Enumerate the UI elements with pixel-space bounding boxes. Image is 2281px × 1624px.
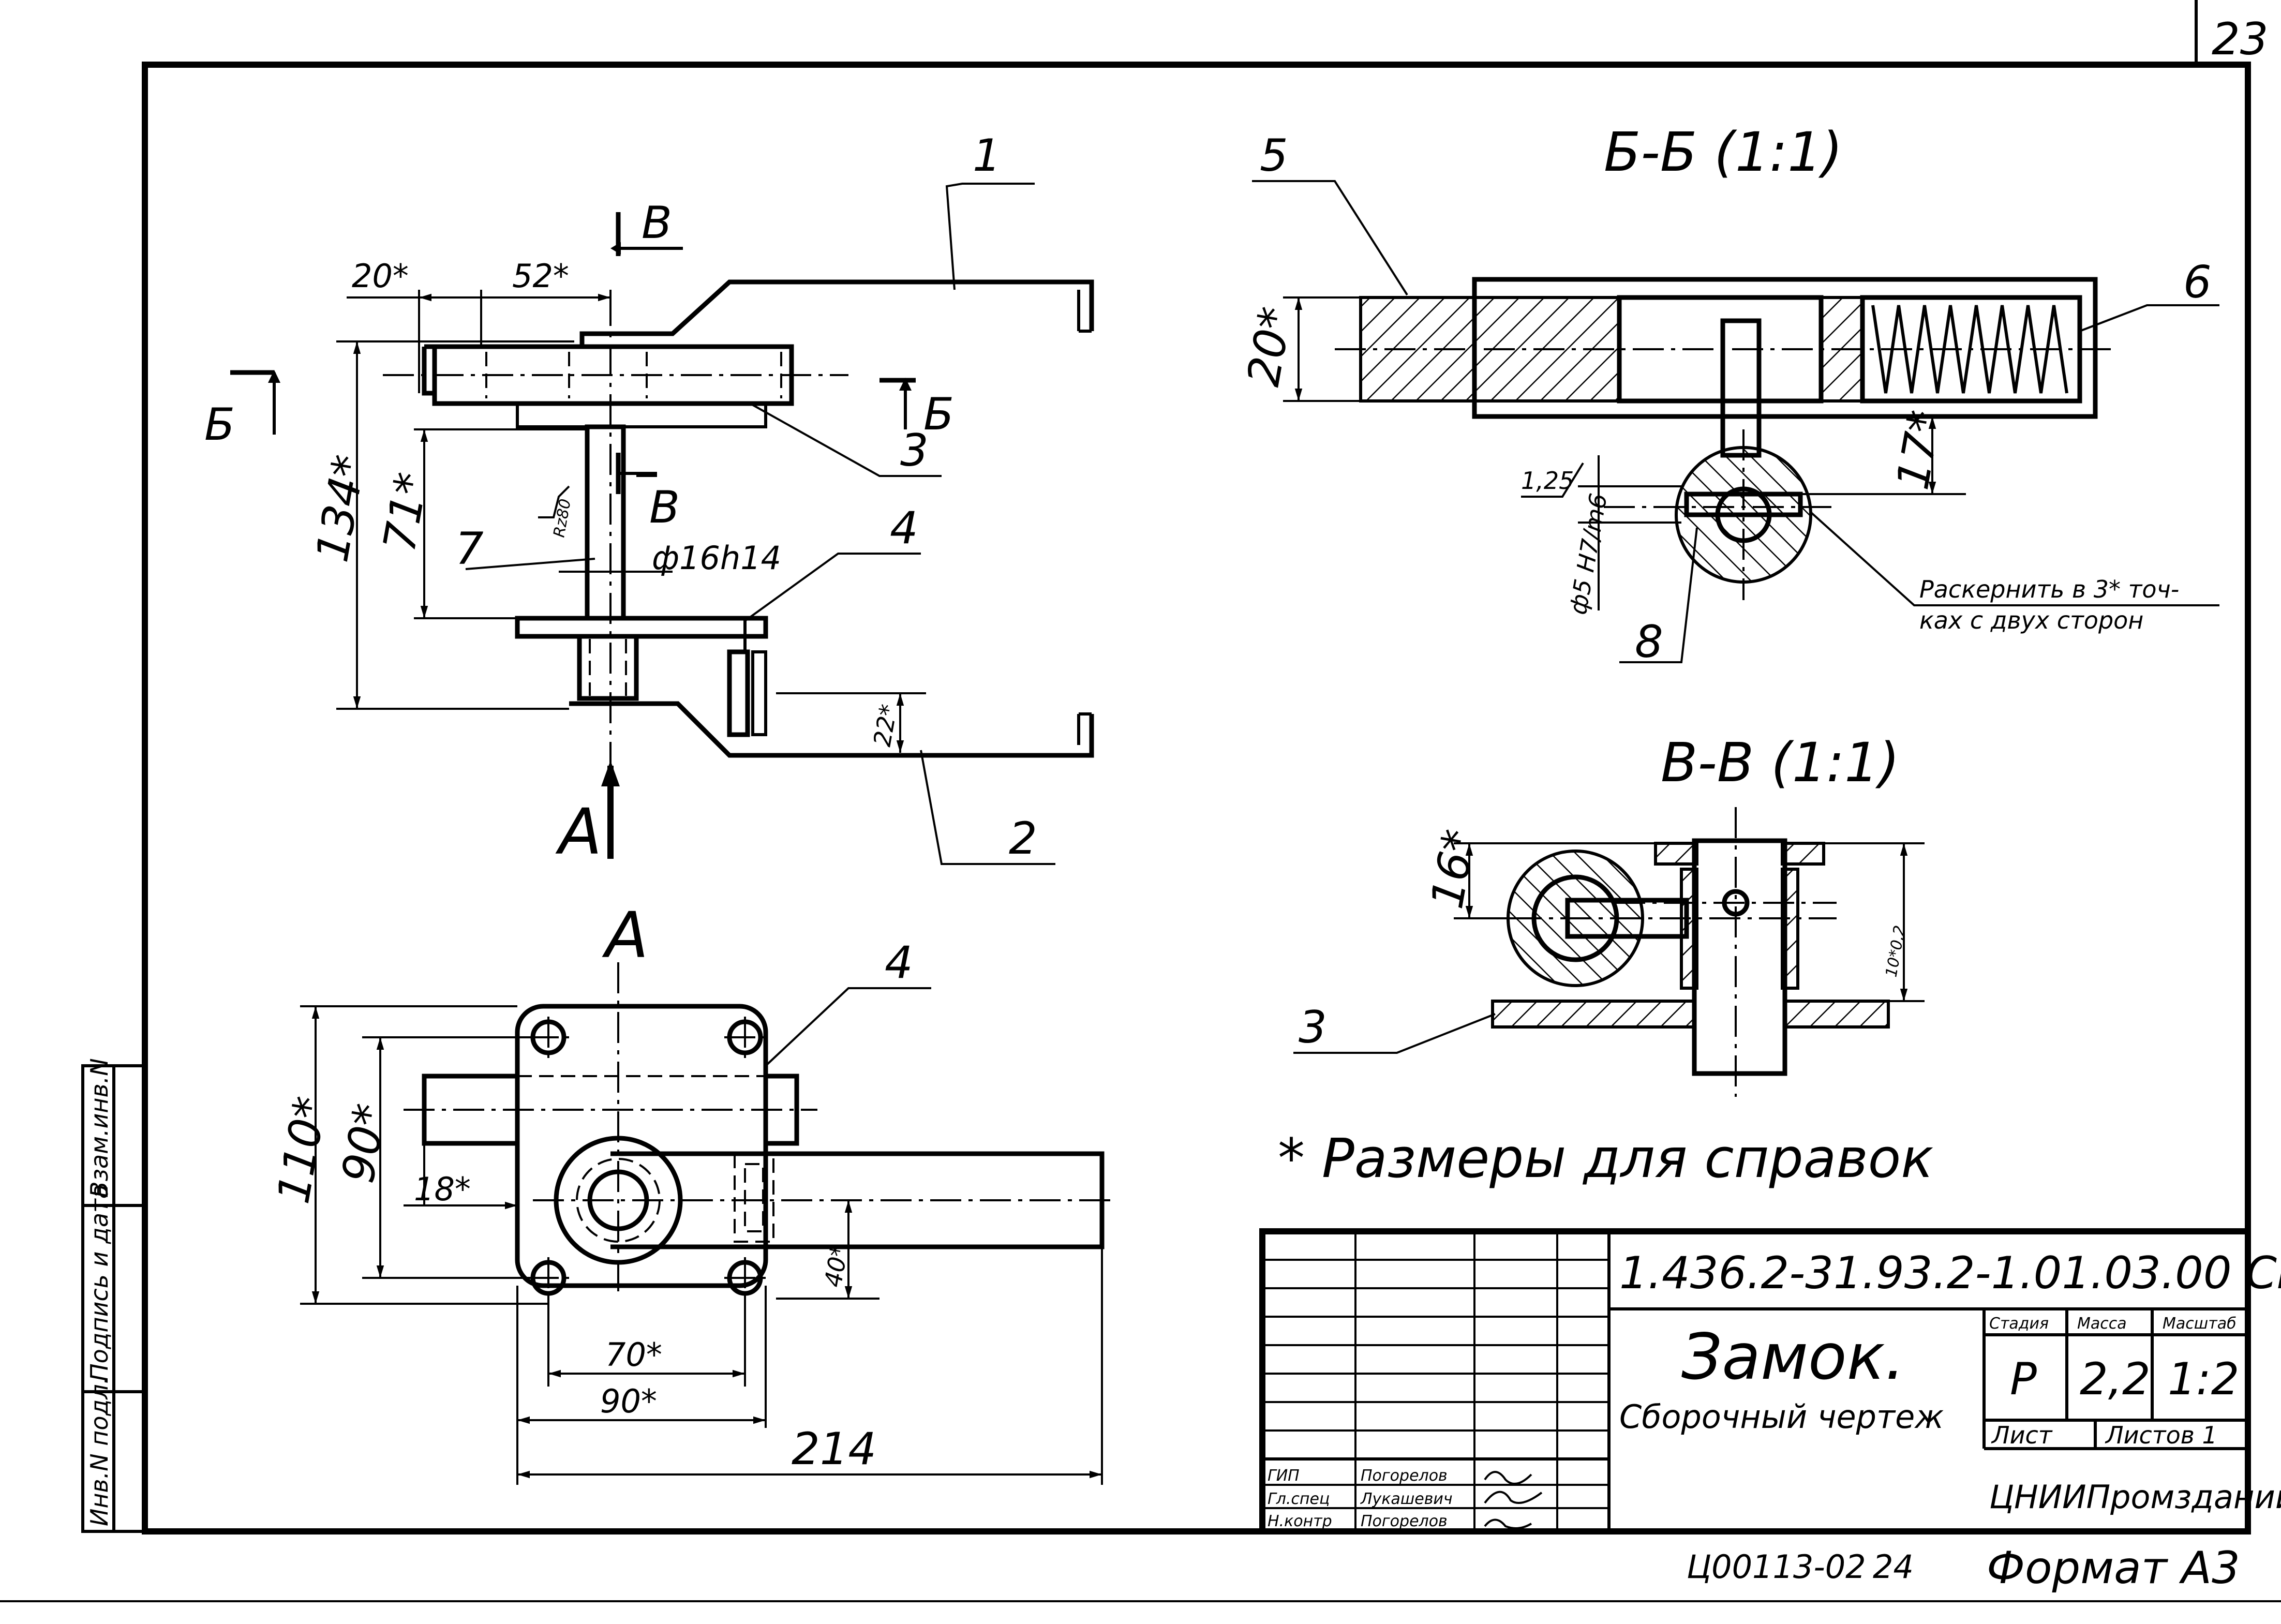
signatures (1484, 1471, 1543, 1529)
dim-70: 70* (605, 1336, 662, 1374)
dim-134: 134* (306, 451, 376, 565)
mass-value: 2,2 (2080, 1353, 2151, 1405)
role-1: ГИП (1268, 1467, 1300, 1485)
position-4-label-main: 4 (890, 502, 918, 554)
side-stamp (81, 1064, 146, 1533)
cut-v-mid-label: В (649, 482, 680, 533)
name-2: Лукашевич (1360, 1490, 1453, 1508)
position-1-label: 1 (973, 130, 1001, 182)
section-vv-dimensions (1454, 842, 1925, 1002)
dim-214: 214 (792, 1423, 876, 1475)
vv-dim-16: 16* (1421, 826, 1486, 912)
organization: ЦНИИПромзданий (1989, 1478, 2281, 1516)
cut-markers (230, 212, 916, 859)
role-2: Гл.спец (1268, 1490, 1330, 1508)
bb-dim-125: 1,25 (1521, 467, 1574, 495)
sheet-label: Лист (1991, 1421, 2053, 1449)
dim-90-horizontal: 90* (600, 1382, 657, 1420)
scale-value: 1:2 (2168, 1353, 2239, 1405)
bb-dim-fit: ф5 H7/m6 (1564, 491, 1613, 616)
main-view-dimensions (336, 290, 926, 753)
punch-note-line1: Раскернить в 3* точ- (1919, 575, 2179, 603)
sheets-label: Листов 1 (2105, 1421, 2217, 1449)
arrow-a-label: А (555, 795, 602, 869)
dim-20: 20* (352, 257, 409, 295)
document-code: 1.436.2-31.93.2-1.01.03.00 СБ (1619, 1247, 2281, 1299)
position-4-leader-view-a (765, 987, 931, 1067)
dim-71: 71* (374, 469, 438, 555)
dim-90-vertical: 90* (332, 1100, 397, 1186)
dim-16h14: ф16h14 (652, 539, 781, 577)
position-2-label: 2 (1009, 813, 1037, 865)
position-3-label-vv: 3 (1299, 1002, 1327, 1053)
stage-header: Стадия (1989, 1315, 2049, 1333)
dim-22: 22* (868, 702, 903, 749)
position-4-label-view-a: 4 (885, 937, 913, 989)
view-a-title: А (602, 899, 648, 972)
title-block (1259, 1228, 2251, 1534)
page-number: 23 (2212, 13, 2268, 65)
position-leaders-main (465, 183, 1055, 865)
item-name: Замок. (1681, 1320, 1905, 1394)
view-a-dimensions (300, 1005, 1103, 1485)
format-label: Формат А3 (1987, 1542, 2240, 1594)
position-8-label: 8 (1635, 616, 1663, 668)
stamp-number: 24 (1873, 1548, 1914, 1586)
side-stamp-sign: Подпись и дата (85, 1184, 113, 1381)
main-view (383, 279, 1094, 781)
vv-dim-10: 10*0,2 (1882, 924, 1909, 978)
reference-note: * Размеры для справок (1278, 1127, 1933, 1190)
name-3: Погорелов (1361, 1512, 1448, 1530)
view-a (404, 962, 1117, 1299)
position-leaders-bb (1252, 180, 2219, 663)
punch-note-line2: ках с двух сторон (1919, 606, 2143, 634)
position-5-label: 5 (1260, 130, 1288, 182)
section-vv (1491, 807, 1890, 1097)
position-6-label: 6 (2183, 257, 2212, 308)
mass-header: Масса (2077, 1315, 2127, 1333)
scale-header: Масштаб (2163, 1315, 2237, 1333)
bb-dim-20: 20* (1238, 303, 1302, 390)
side-stamp-inv: Инв.N подл. (85, 1377, 113, 1526)
roughness: Rz80 (550, 498, 574, 539)
dim-110: 110* (267, 1093, 337, 1207)
position-3-label: 3 (900, 425, 929, 476)
doc-type: Сборочный чертеж (1619, 1398, 1944, 1436)
position-3-leader-vv (1293, 1013, 1496, 1054)
stage-value: Р (2010, 1353, 2037, 1405)
dim-52: 52* (512, 257, 569, 295)
section-bb-dimensions (1283, 296, 1966, 610)
name-1: Погорелов (1361, 1467, 1448, 1485)
side-stamp-replace: Взам.инв.N (85, 1058, 113, 1198)
section-bb-title: Б-Б (1:1) (1604, 121, 1843, 184)
section-bb (1335, 277, 2111, 600)
cut-v-top-label: В (642, 197, 672, 249)
section-vv-title: В-В (1:1) (1661, 731, 1900, 794)
cut-b-right-label: Б (923, 389, 954, 440)
role-3: Н.контр (1268, 1512, 1332, 1530)
dim-18: 18* (414, 1170, 471, 1208)
bb-dim-17: 17* (1887, 407, 1951, 493)
cut-b-left-label: Б (204, 399, 235, 451)
position-7-label: 7 (455, 523, 484, 575)
stamp-code: Ц00113-02 (1687, 1548, 1866, 1586)
